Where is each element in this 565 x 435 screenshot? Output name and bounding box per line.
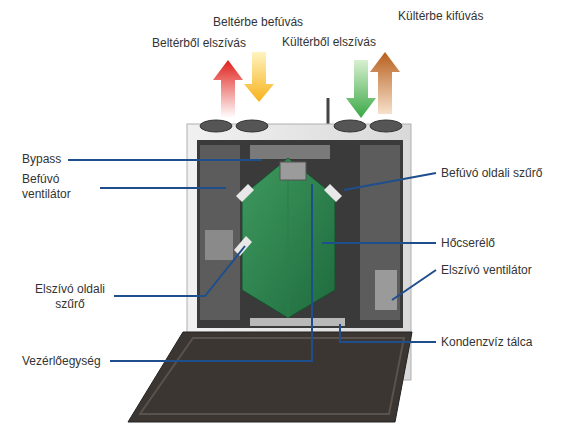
airflow-arrows [213,52,400,118]
part-label: Bypass [22,152,61,167]
part-label: Beltérből elszívás [152,36,246,51]
part-label: Kültérbe kifúvás [398,9,483,24]
part-label: Beltérbe befúvás [213,15,303,30]
part-label: Kültérből elszívás [282,35,376,50]
part-label: Kondenzvíz tálca [441,335,532,350]
part-label: Befúvó oldali szűrő [441,166,542,181]
part-label: Hőcserélő [441,236,495,251]
front-door [128,332,412,422]
part-label: Vezérlőegység [22,354,101,369]
leader-lines [68,160,436,361]
part-label: Elszívó oldali szűrő [28,282,112,312]
part-label: Elszívó ventilátor [441,263,532,278]
part-label: Befúvó ventilátor [22,172,98,202]
